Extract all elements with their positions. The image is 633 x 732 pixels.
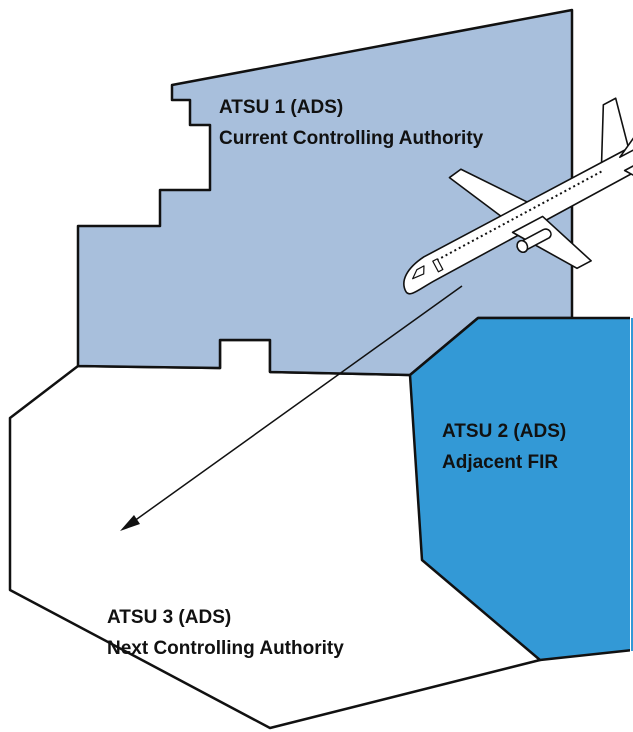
atsu1-label-line2: Current Controlling Authority: [219, 128, 484, 149]
atsu2-label-line1: ATSU 2 (ADS): [442, 421, 567, 442]
atsu2-region: [408, 316, 633, 662]
atsu3-label: ATSU 3 (ADS) Next Controlling Authority: [107, 602, 344, 664]
atsu2-label-line2: Adjacent FIR: [442, 452, 559, 473]
atsu1-label: ATSU 1 (ADS) Current Controlling Authori…: [219, 92, 483, 154]
atsu2-label: ATSU 2 (ADS) Adjacent FIR: [442, 416, 566, 478]
atsu3-label-line2: Next Controlling Authority: [107, 638, 344, 659]
atsu3-label-line1: ATSU 3 (ADS): [107, 607, 232, 628]
transfer-arrow: [120, 285, 463, 531]
airplane-icon: [403, 97, 633, 295]
atsu1-label-line1: ATSU 1 (ADS): [219, 97, 344, 118]
